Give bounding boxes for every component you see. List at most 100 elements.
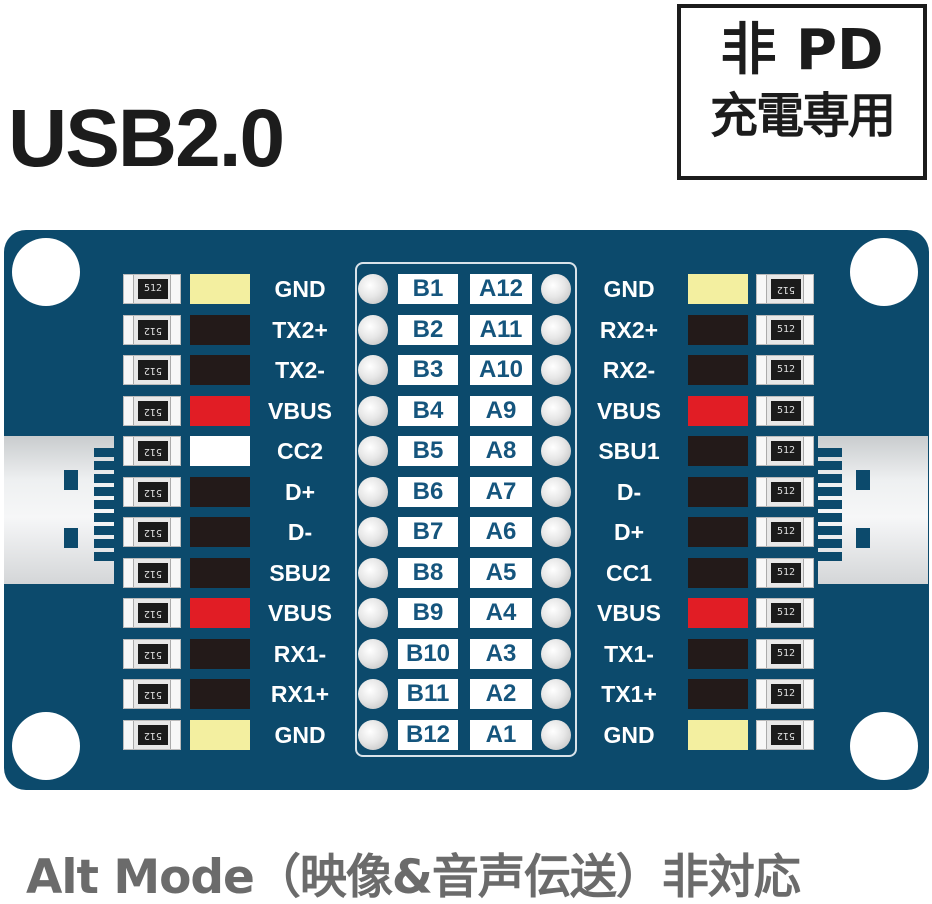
signal-label-right-7: D+ xyxy=(613,519,645,545)
resistor-right-7: 512 xyxy=(756,517,814,547)
badge-line1: 非 PD xyxy=(720,18,884,83)
pad-right-12 xyxy=(688,720,748,750)
pin-label-b8: B8 xyxy=(398,558,458,588)
title: USB2.0 xyxy=(8,93,285,184)
signal-label-left-8: SBU2 xyxy=(269,560,331,586)
badge-line2: 充電専用 xyxy=(709,88,896,144)
signal-label-left-1: GND xyxy=(274,276,326,302)
resistor-code: 512 xyxy=(771,401,801,421)
mounting-hole-top-left xyxy=(12,238,80,306)
via-left-4 xyxy=(358,396,388,426)
resistor-code: 512 xyxy=(771,441,801,461)
pad-left-4 xyxy=(190,396,250,426)
resistor-left-6: 512 xyxy=(123,477,181,507)
signal-label-right-12: GND xyxy=(603,722,655,748)
resistor-code: 512 xyxy=(138,279,168,299)
pad-left-10 xyxy=(190,639,250,669)
pad-left-9 xyxy=(190,598,250,628)
usb-c-connector-left xyxy=(4,436,118,584)
resistor-code: 512 xyxy=(138,441,168,461)
resistor-code: 512 xyxy=(771,320,801,340)
pin-label-b3: B3 xyxy=(398,355,458,385)
resistor-code: 512 xyxy=(138,401,168,421)
signal-label-right-9: VBUS xyxy=(597,600,661,626)
pad-left-1 xyxy=(190,274,250,304)
signal-label-right-6: D- xyxy=(616,479,642,505)
via-left-9 xyxy=(358,598,388,628)
via-left-12 xyxy=(358,720,388,750)
via-left-6 xyxy=(358,477,388,507)
via-left-10 xyxy=(358,639,388,669)
resistor-code: 512 xyxy=(771,360,801,380)
signal-label-left-7: D- xyxy=(287,519,313,545)
pin-label-b9: B9 xyxy=(398,598,458,628)
pin-label-a4: A4 xyxy=(470,598,532,628)
resistor-code: 512 xyxy=(138,482,168,502)
pin-label-b4: B4 xyxy=(398,396,458,426)
via-left-5 xyxy=(358,436,388,466)
resistor-left-2: 512 xyxy=(123,315,181,345)
via-left-8 xyxy=(358,558,388,588)
resistor-code: 512 xyxy=(138,563,168,583)
signal-label-left-5: CC2 xyxy=(276,438,323,464)
resistor-code: 512 xyxy=(138,320,168,340)
via-right-6 xyxy=(541,477,571,507)
resistor-left-9: 512 xyxy=(123,598,181,628)
resistor-code: 512 xyxy=(771,725,801,745)
pad-left-3 xyxy=(190,355,250,385)
signal-label-left-10: RX1- xyxy=(273,641,327,667)
pad-right-9 xyxy=(688,598,748,628)
via-left-1 xyxy=(358,274,388,304)
via-right-8 xyxy=(541,558,571,588)
signal-label-right-4: VBUS xyxy=(597,398,661,424)
via-right-10 xyxy=(541,639,571,669)
resistor-right-2: 512 xyxy=(756,315,814,345)
resistor-right-8: 512 xyxy=(756,558,814,588)
pin-label-b5: B5 xyxy=(398,436,458,466)
pad-left-8 xyxy=(190,558,250,588)
pin-label-a12: A12 xyxy=(470,274,532,304)
signal-label-left-6: D+ xyxy=(284,479,316,505)
usb-c-connector-right xyxy=(818,436,928,584)
resistor-left-12: 512 xyxy=(123,720,181,750)
via-left-11 xyxy=(358,679,388,709)
via-right-9 xyxy=(541,598,571,628)
via-right-3 xyxy=(541,355,571,385)
resistor-code: 512 xyxy=(138,522,168,542)
signal-label-right-5: SBU1 xyxy=(598,438,660,464)
pin-label-a1: A1 xyxy=(470,720,532,750)
via-right-11 xyxy=(541,679,571,709)
pin-header-frame xyxy=(355,262,577,757)
resistor-code: 512 xyxy=(138,360,168,380)
pin-label-a7: A7 xyxy=(470,477,532,507)
via-right-5 xyxy=(541,436,571,466)
pad-right-10 xyxy=(688,639,748,669)
pin-label-a10: A10 xyxy=(470,355,532,385)
pin-label-a6: A6 xyxy=(470,517,532,547)
resistor-code: 512 xyxy=(138,603,168,623)
pin-label-b1: B1 xyxy=(398,274,458,304)
pin-label-b12: B12 xyxy=(398,720,458,750)
pad-right-6 xyxy=(688,477,748,507)
resistor-code: 512 xyxy=(138,684,168,704)
signal-label-left-4: VBUS xyxy=(268,398,332,424)
via-right-12 xyxy=(541,720,571,750)
pin-label-a3: A3 xyxy=(470,639,532,669)
resistor-right-11: 512 xyxy=(756,679,814,709)
resistor-left-10: 512 xyxy=(123,639,181,669)
resistor-right-5: 512 xyxy=(756,436,814,466)
pin-label-a2: A2 xyxy=(470,679,532,709)
resistor-right-1: 512 xyxy=(756,274,814,304)
resistor-code: 512 xyxy=(771,684,801,704)
signal-label-right-8: CC1 xyxy=(605,560,652,586)
footer-note: Alt Mode（映像&音声伝送）非対応 xyxy=(26,850,801,904)
resistor-code: 512 xyxy=(771,482,801,502)
pin-label-a8: A8 xyxy=(470,436,532,466)
pad-left-7 xyxy=(190,517,250,547)
mounting-hole-bottom-right xyxy=(850,712,918,780)
pad-right-2 xyxy=(688,315,748,345)
resistor-left-3: 512 xyxy=(123,355,181,385)
resistor-code: 512 xyxy=(771,279,801,299)
resistor-left-1: 512 xyxy=(123,274,181,304)
signal-label-left-11: RX1+ xyxy=(270,681,330,707)
